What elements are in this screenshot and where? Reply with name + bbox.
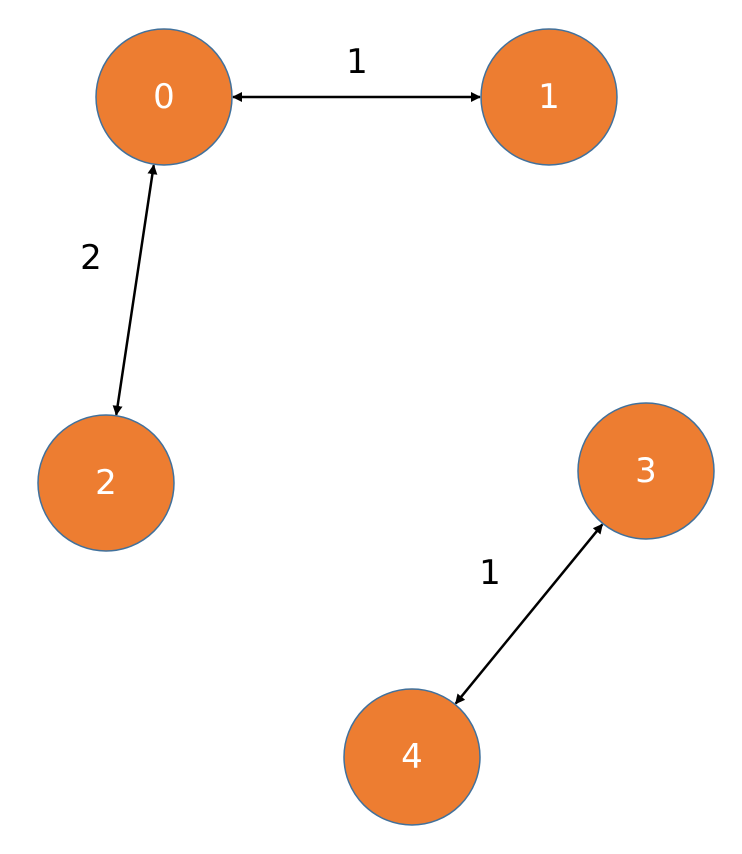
node-circle-4 [343, 688, 481, 826]
node-circle-2 [37, 414, 175, 552]
nodes-layer: 0 1 2 3 4 [37, 28, 715, 826]
node-label-1: 1 [538, 77, 560, 117]
edge-weight-label-0-1: 1 [346, 42, 368, 82]
edge-labels-layer: 1 2 1 [80, 42, 501, 593]
node-1: 1 [480, 28, 618, 166]
node-circle-0 [95, 28, 233, 166]
edge-weight-label-3-4: 1 [479, 553, 501, 593]
node-label-3: 3 [635, 451, 657, 491]
node-label-0: 0 [153, 77, 175, 117]
node-0: 0 [95, 28, 233, 166]
node-4: 4 [343, 688, 481, 826]
edge-3-4 [454, 523, 604, 705]
edge-0-2 [112, 164, 158, 416]
node-label-4: 4 [401, 737, 423, 777]
node-circle-1 [480, 28, 618, 166]
node-3: 3 [577, 402, 715, 540]
edge-weight-label-0-2: 2 [80, 238, 102, 278]
node-label-2: 2 [95, 463, 117, 503]
node-2: 2 [37, 414, 175, 552]
edges-layer [112, 92, 604, 705]
node-circle-3 [577, 402, 715, 540]
